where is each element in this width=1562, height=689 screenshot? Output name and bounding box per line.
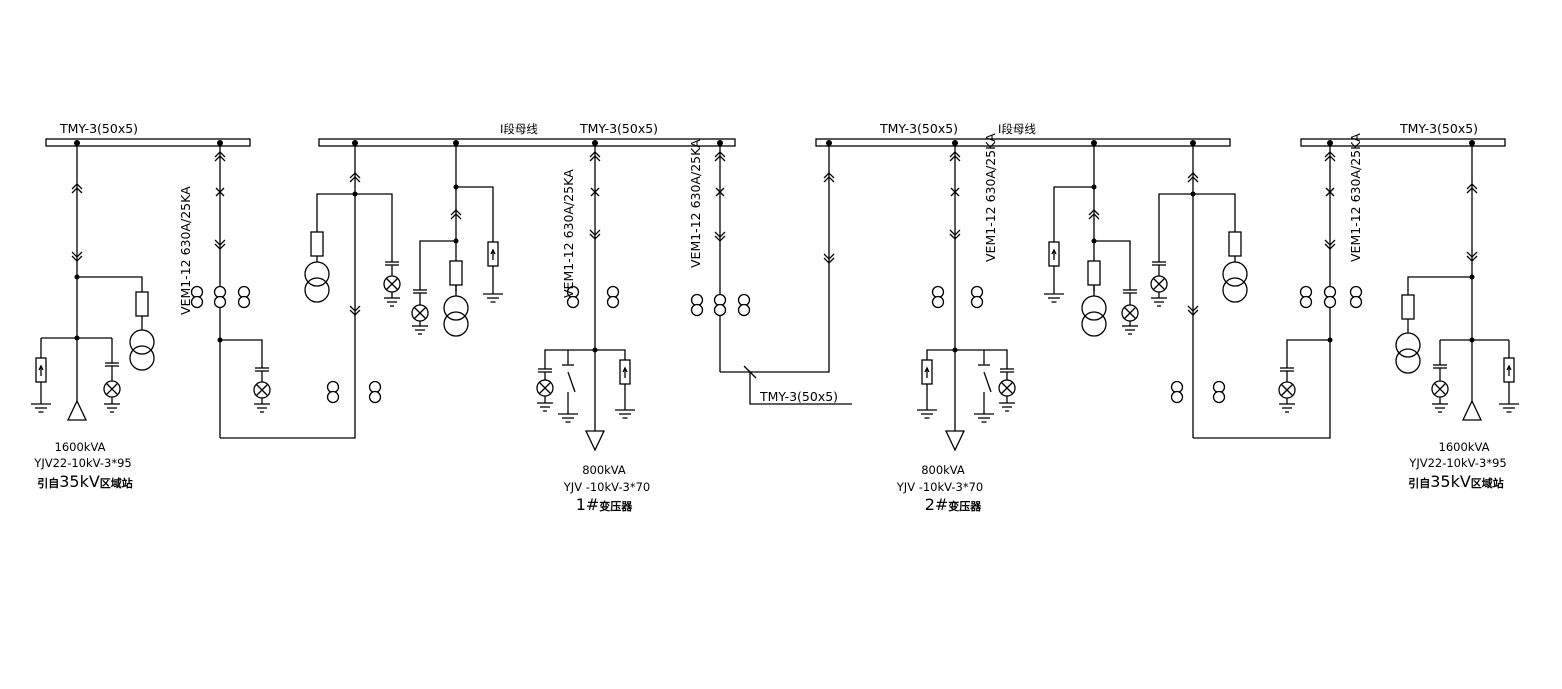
busbar-1 xyxy=(45,138,251,147)
transformer-1-number: 1# xyxy=(576,495,600,514)
transformer-2-number: 2# xyxy=(925,495,949,514)
right-incoming-cable: YJV22-10kV-3*95 xyxy=(1408,456,1506,470)
transformer-2-name: 2#变压器 xyxy=(925,495,983,514)
cabinet-bus-pt-4 xyxy=(1150,140,1331,439)
transformer-1-capacity: 800kVA xyxy=(582,463,626,477)
right-incoming-source: 引自35kV区域站 xyxy=(1408,472,1504,491)
busbar-3-label: TMY-3(50x5) xyxy=(879,121,958,136)
cabinet-bus-tie xyxy=(690,140,852,405)
cabinet-right-breaker xyxy=(1278,140,1363,413)
cabinet-feeder-1 xyxy=(536,140,635,452)
transformer-2-label: 变压器 xyxy=(948,499,982,513)
transformer-1-label: 变压器 xyxy=(599,499,633,513)
left-source-prefix: 引自 xyxy=(37,476,59,490)
cabinet-feeder-2 xyxy=(917,140,1016,452)
breaker-feeder-2-label: VEM1-12 630A/25KA xyxy=(983,133,998,262)
cabinet-right-incoming xyxy=(1395,140,1519,421)
breaker-right-incomer-label: VEM1-12 630A/25KA xyxy=(1348,133,1363,262)
left-incoming-cable: YJV22-10kV-3*95 xyxy=(33,456,131,470)
right-source-prefix: 引自 xyxy=(1408,476,1430,490)
busbar-2 xyxy=(318,138,736,147)
busbar-2-label: TMY-3(50x5) xyxy=(579,121,658,136)
left-source-suffix: 区域站 xyxy=(100,476,133,490)
left-incoming-source: 引自35kV区域站 xyxy=(37,472,133,491)
cabinet-pt-2 xyxy=(411,140,503,337)
breaker-bus-tie-label: VEM1-12 630A/25KA xyxy=(688,139,703,268)
transformer-2-capacity: 800kVA xyxy=(921,463,965,477)
busbar-4-label: TMY-3(50x5) xyxy=(1399,121,1478,136)
busbar-1-label: TMY-3(50x5) xyxy=(59,121,138,136)
left-incoming-capacity: 1600kVA xyxy=(55,440,106,454)
transformer-2-cable: YJV -10kV-3*70 xyxy=(896,480,983,494)
busbar-4 xyxy=(1300,138,1506,147)
cabinet-left-incoming xyxy=(31,140,155,421)
transformer-1-cable: YJV -10kV-3*70 xyxy=(563,480,650,494)
busbar-3 xyxy=(815,138,1231,147)
cabinet-pt-3 xyxy=(1044,140,1139,337)
busbar-3-section-label: I段母线 xyxy=(998,122,1036,136)
tie-cable-label: TMY-3(50x5) xyxy=(759,389,838,404)
right-incoming-capacity: 1600kVA xyxy=(1439,440,1490,454)
cabinet-left-breaker xyxy=(190,140,356,439)
right-source-voltage: 35kV xyxy=(1430,472,1471,491)
cabinet-bus-pt-1 xyxy=(304,140,401,404)
left-source-voltage: 35kV xyxy=(59,472,100,491)
busbar-2-section-label: I段母线 xyxy=(500,122,538,136)
breaker-feeder-1-label: VEM1-12 630A/25KA xyxy=(561,169,576,298)
right-source-suffix: 区域站 xyxy=(1471,476,1504,490)
breaker-left-incomer-label: VEM1-12 630A/25KA xyxy=(178,186,193,315)
transformer-1-name: 1#变压器 xyxy=(576,495,634,514)
